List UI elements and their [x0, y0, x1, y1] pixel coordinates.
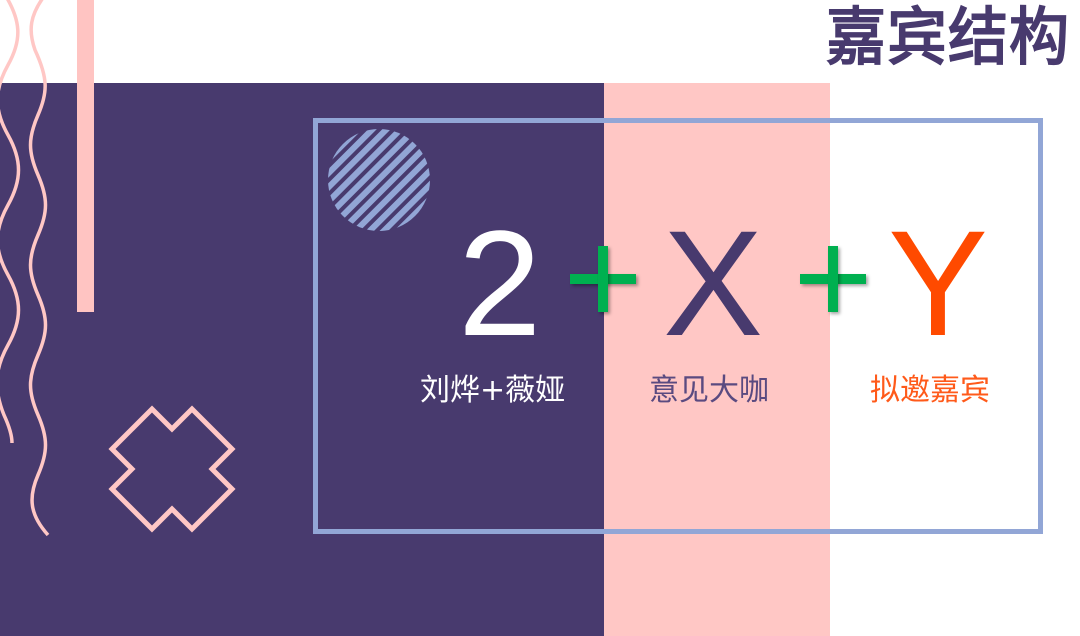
pink-background-panel [604, 83, 830, 636]
cross-outline-icon [108, 405, 236, 533]
term-x-label: 意见大咖 [649, 373, 769, 408]
term-2-label: 刘烨+薇娅 [420, 373, 566, 408]
purple-background-panel [0, 83, 604, 636]
slide-title: 嘉宾结构 [826, 1, 1070, 75]
pink-vertical-bar [77, 0, 94, 312]
plus-icon [800, 246, 866, 312]
plus-icon [570, 246, 636, 312]
wavy-lines-decoration [0, 0, 50, 537]
wavy-line-right [28, 0, 50, 537]
wavy-line-left [0, 0, 21, 444]
hatched-circle-icon [328, 129, 430, 231]
term-y-label: 拟邀嘉宾 [870, 373, 990, 408]
formula-term-2: 2 [458, 199, 542, 367]
formula-term-x: X [663, 199, 764, 367]
highlight-frame [313, 118, 1043, 534]
formula-term-y: Y [888, 199, 989, 367]
